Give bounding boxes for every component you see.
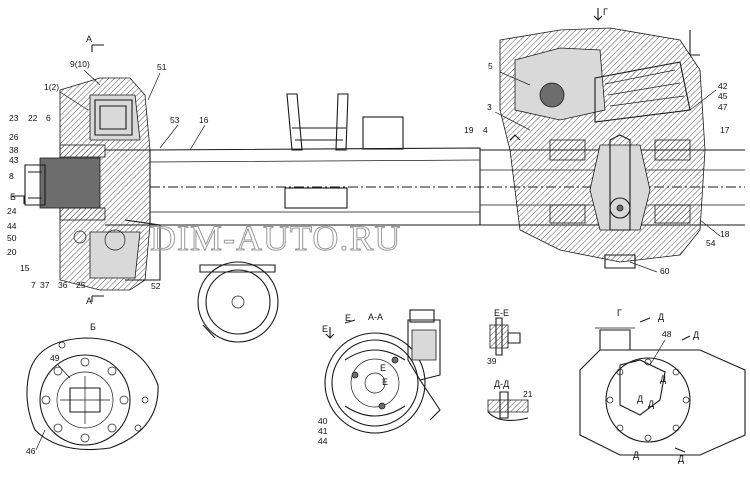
callout: 8 <box>9 171 14 181</box>
callout: 52 <box>151 281 161 291</box>
spring-bracket <box>284 93 404 209</box>
callout: 44 <box>7 221 17 231</box>
callout: 53 <box>170 115 180 125</box>
callout: 19 <box>464 125 474 135</box>
callout: 48 <box>662 329 672 339</box>
callout: 54 <box>706 238 716 248</box>
section-arrows <box>12 8 691 453</box>
callout: 38 <box>9 145 19 155</box>
view-g <box>579 327 746 456</box>
section-mark-d-1: Д <box>658 312 664 322</box>
callout: 49 <box>50 353 60 363</box>
section-mark-d-5: Д <box>648 399 654 409</box>
callout: 41 <box>318 426 328 436</box>
callout: 1(2) <box>44 82 59 92</box>
callout: 15 <box>20 263 30 273</box>
callout: 5 <box>488 61 493 71</box>
section-mark-a-bottom: А <box>86 296 92 306</box>
callout: 23 <box>9 113 19 123</box>
section-mark-a-top: А <box>86 34 92 44</box>
section-mark-g: Г <box>603 7 608 17</box>
callout: 21 <box>523 389 533 399</box>
callout: 47 <box>718 102 728 112</box>
section-mark-b: Б <box>10 192 16 202</box>
callout: 6 <box>46 113 51 123</box>
callout: 22 <box>28 113 38 123</box>
section-mark-e-4: Е <box>382 377 388 387</box>
callouts: 1(2) 9(10) 51 53 16 23 22 6 26 38 43 8 2… <box>7 59 730 456</box>
view-ee-title: Е-Е <box>494 308 509 318</box>
callout: 60 <box>660 266 670 276</box>
callout: 16 <box>199 115 209 125</box>
section-mark-d-2: Д <box>693 330 699 340</box>
callout: 7 <box>31 280 36 290</box>
wheel-hub <box>24 77 161 291</box>
callout: 44 <box>318 436 328 446</box>
callout: 18 <box>720 229 730 239</box>
callout: 17 <box>720 125 730 135</box>
callout: 25 <box>76 280 86 290</box>
callout: 9(10) <box>70 59 90 69</box>
section-mark-d-3: Д <box>660 374 666 384</box>
section-mark-d-4: Д <box>637 394 643 404</box>
view-aa-title: А-А <box>368 312 383 322</box>
callout: 37 <box>40 280 50 290</box>
callout: 39 <box>487 356 497 366</box>
callout: 40 <box>318 416 328 426</box>
callout: 51 <box>157 62 167 72</box>
callout: 46 <box>26 446 36 456</box>
callout: 24 <box>7 206 17 216</box>
view-aa <box>324 309 441 434</box>
callout: 3 <box>487 102 492 112</box>
view-dd-title: Д-Д <box>494 379 509 389</box>
flange-bolts <box>41 341 149 443</box>
callout: 42 <box>718 81 728 91</box>
callout: 20 <box>7 247 17 257</box>
cover-bolts <box>606 358 690 442</box>
callout: 4 <box>483 125 488 135</box>
brake-chamber <box>197 261 279 343</box>
callout: 36 <box>58 280 68 290</box>
section-mark-e-3: Е <box>380 363 386 373</box>
watermark: DIM-AUTO.RU <box>150 218 401 258</box>
leader-lines <box>35 69 721 451</box>
view-dd <box>487 391 529 421</box>
view-b-title: Б <box>90 322 96 332</box>
section-mark-d-7: Д <box>678 454 684 464</box>
callout: 50 <box>7 233 17 243</box>
callout: 26 <box>9 132 19 142</box>
callout: 43 <box>9 155 19 165</box>
section-mark-d-6: Д <box>633 450 639 460</box>
section-mark-e-2: Е <box>322 324 328 334</box>
view-ee <box>489 317 521 356</box>
final-drive-housing <box>499 27 706 269</box>
view-b <box>26 337 159 451</box>
section-mark-e-1: Е <box>345 313 351 323</box>
view-g-title: Г <box>617 308 622 318</box>
callout: 45 <box>718 91 728 101</box>
